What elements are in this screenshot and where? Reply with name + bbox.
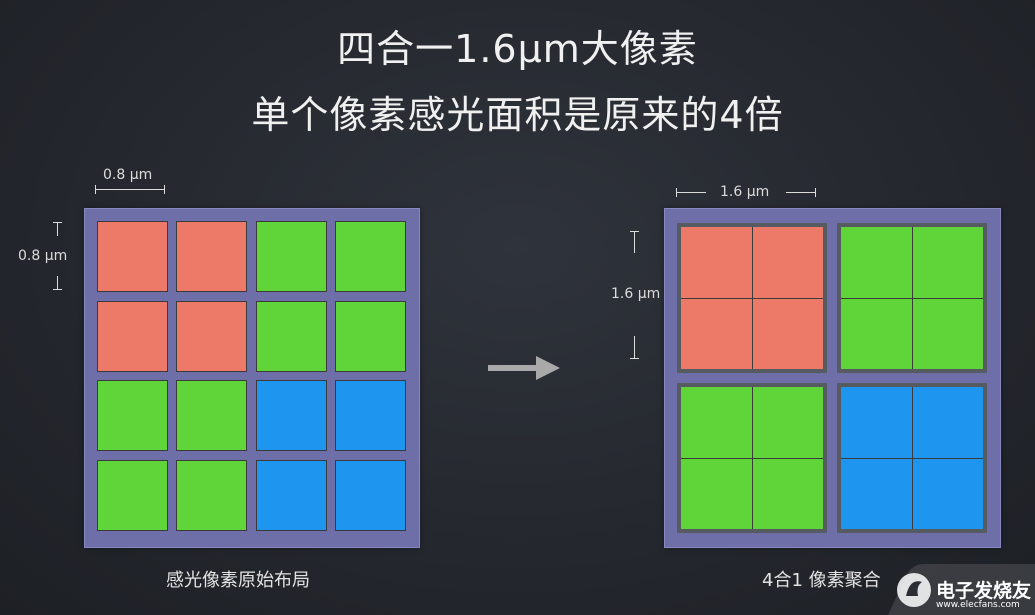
subpixel-divider-horizontal [681,298,823,299]
pixel-cell-green [335,301,406,372]
right-width-line-right [786,192,816,193]
subpixel-divider-horizontal [841,298,983,299]
title-line-2: 单个像素感光面积是原来的4倍 [251,93,784,137]
title-line-1: 四合一1.6μm大像素 [337,27,698,71]
binned-pixel-blue [837,383,987,533]
pixel-cell-blue [256,380,327,451]
right-height-tick-top [630,231,639,232]
binned-pixel-green [837,223,987,373]
pixel-cell-green [256,221,327,292]
left-width-tick-start [95,185,96,194]
left-height-tick-bottom [53,289,62,290]
subpixel-divider-horizontal [841,458,983,459]
right-width-tick-right [815,188,816,197]
left-width-line [95,189,165,190]
pixel-cell-green [97,380,168,451]
watermark-url: www.elecfans.com [936,600,1020,610]
right-width-tick-left [676,188,677,197]
pixel-cell-red [176,301,247,372]
right-height-tick-bottom [630,358,639,359]
right-caption: 4合1 像素聚合 [762,570,881,591]
watermark-text: 电子发烧友 [936,580,1032,602]
right-height-label: 1.6 μm [611,286,661,302]
binned-pixel-red [677,223,827,373]
pixel-cell-red [97,221,168,292]
left-width-tick-end [164,185,165,194]
pixel-cell-green [176,380,247,451]
left-height-line-bottom [57,276,58,290]
pixel-cell-blue [335,380,406,451]
right-height-line-top [634,231,635,253]
arrow-right-icon [488,356,560,380]
right-width-label: 1.6 μm [720,184,770,200]
left-height-tick-top [53,222,62,223]
pixel-cell-blue [256,460,327,531]
subpixel-divider-horizontal [681,458,823,459]
pixel-cell-green [97,460,168,531]
pixel-cell-green [335,221,406,292]
pixel-cell-green [256,301,327,372]
pixel-cell-green [176,460,247,531]
original-pixel-layout [84,208,420,548]
right-height-line-bottom [634,336,635,358]
left-height-line-top [57,222,58,236]
left-width-label: 0.8 μm [103,167,153,183]
right-width-line-left [676,192,706,193]
binned-pixel-green [677,383,827,533]
binned-pixel-layout [664,208,1001,548]
pixel-cell-red [97,301,168,372]
watermark-badge [888,564,1035,615]
pixel-cell-red [176,221,247,292]
left-caption: 感光像素原始布局 [166,570,310,591]
pixel-cell-blue [335,460,406,531]
left-height-label: 0.8 μm [18,248,68,264]
